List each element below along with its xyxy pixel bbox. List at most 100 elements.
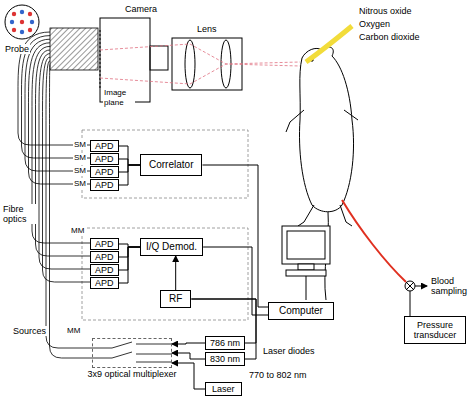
signal-connector xyxy=(119,159,140,165)
node-text: APD xyxy=(95,239,114,249)
text-label: Nitrous oxide xyxy=(358,6,413,16)
probe-face xyxy=(5,5,39,39)
node-text: APD xyxy=(95,278,114,288)
signal-connector xyxy=(119,165,140,185)
multiplexer-switches-part xyxy=(136,354,172,355)
arterial-line-part xyxy=(342,200,406,282)
detector-box: APD xyxy=(90,140,119,152)
text-label: Lens xyxy=(196,24,218,34)
probe-face-part xyxy=(5,5,39,39)
light-rays xyxy=(100,44,300,84)
arterial-line-part xyxy=(406,282,414,290)
text-label: 770 to 802 nm xyxy=(248,370,308,380)
optical-fibre xyxy=(25,39,90,171)
signal-connector xyxy=(172,363,205,389)
text-label: Blood sampling xyxy=(430,276,474,296)
node-text: RF xyxy=(169,294,182,304)
probe-face-part xyxy=(20,10,24,14)
group-frame-part xyxy=(82,130,248,198)
text-label: Camera xyxy=(124,4,158,14)
arterial-line-part xyxy=(410,291,411,317)
signal-connector xyxy=(119,247,140,283)
detector-box: APD xyxy=(90,166,119,178)
fibre-optic-bundle xyxy=(18,32,92,358)
lens-tube-part xyxy=(185,40,195,88)
computer-monitor-part xyxy=(298,264,314,270)
optical-fibre xyxy=(36,50,91,256)
node-text: Laser xyxy=(212,384,235,394)
probe-face-part xyxy=(28,12,32,16)
node-text: Computer xyxy=(279,306,323,316)
gas-tube-part xyxy=(306,26,352,62)
text-label: SM xyxy=(73,153,87,163)
text-label: Sources xyxy=(12,326,47,336)
node-text: 830 nm xyxy=(210,354,240,364)
computer-monitor xyxy=(282,226,330,300)
transducer-box: Pressure transducer xyxy=(404,316,466,344)
detector-box: APD xyxy=(90,179,119,191)
text-label: Oxygen xyxy=(358,19,391,29)
arterial-line-part xyxy=(415,286,427,287)
arterial-line-part xyxy=(406,282,414,290)
optical-multiplexer: 3x9 optical multiplexer xyxy=(92,338,172,368)
gas-tube xyxy=(306,26,352,62)
node-text: Pressure transducer xyxy=(409,320,461,340)
multiplexer-switches xyxy=(92,342,172,362)
multiplexer-switches-part xyxy=(92,348,112,349)
probe-face-part xyxy=(10,20,14,24)
multiplexer-switches-part xyxy=(136,344,172,345)
rat-body-part xyxy=(286,110,304,132)
signal-connector xyxy=(172,343,205,344)
arterial-line-part xyxy=(405,281,415,291)
arterial-line xyxy=(342,200,427,317)
computer-monitor-part xyxy=(306,276,307,300)
signal-connector xyxy=(119,247,140,257)
group-frame-part xyxy=(82,228,248,320)
light-rays-part xyxy=(100,44,300,64)
text-label: SM xyxy=(73,179,87,189)
laser-diode-box: 786 nm xyxy=(205,336,245,350)
node-text: I/Q Demod. xyxy=(146,242,197,252)
text-label: MM xyxy=(66,326,81,336)
probe-face-part xyxy=(12,12,16,16)
rf-source-box: RF xyxy=(160,290,191,308)
signal-connector xyxy=(172,353,205,359)
probe-face-part xyxy=(20,30,24,34)
text-label: Image plane xyxy=(103,88,135,108)
probe-face-part xyxy=(12,28,16,32)
computer-monitor-part xyxy=(282,226,330,264)
multiplexer-switches-part xyxy=(92,358,112,359)
detector-box: APD xyxy=(90,264,119,276)
rat-body-part xyxy=(298,205,314,226)
signal-connector xyxy=(191,299,256,359)
rat-body-part xyxy=(344,110,358,120)
node-text: APD xyxy=(95,141,114,151)
probe-face-part xyxy=(28,28,32,32)
text-label: SM xyxy=(73,140,87,150)
computer-box: Computer xyxy=(268,302,334,320)
text-label: Laser diodes xyxy=(262,346,316,356)
optical-fibre xyxy=(46,61,92,348)
text-label: Fibre optics xyxy=(2,204,36,224)
detector-box: APD xyxy=(90,277,119,289)
multiplexer-switches-part xyxy=(112,342,132,348)
node-text: APD xyxy=(95,265,114,275)
laser-diode-box: 830 nm xyxy=(205,352,245,366)
node-text: 3x9 optical multiplexer xyxy=(87,369,176,379)
node-text: 786 nm xyxy=(210,338,240,348)
signal-connector xyxy=(119,247,140,270)
rat-body-part xyxy=(300,47,354,212)
camera-body-part xyxy=(150,46,168,70)
probe-face-part xyxy=(20,20,24,24)
text-label: Carbon dioxide xyxy=(358,32,421,42)
optical-fibre xyxy=(32,46,90,243)
correlator-box: Correlator xyxy=(140,154,202,176)
node-text: Correlator xyxy=(149,160,193,170)
optical-fibre xyxy=(50,64,93,358)
probe-bundle-part xyxy=(50,28,98,70)
node-text: APD xyxy=(95,154,114,164)
node-text: APD xyxy=(95,167,114,177)
demodulator-box: I/Q Demod. xyxy=(140,238,203,256)
multiplexer-switches-part xyxy=(136,362,172,363)
group-frame xyxy=(82,130,248,320)
